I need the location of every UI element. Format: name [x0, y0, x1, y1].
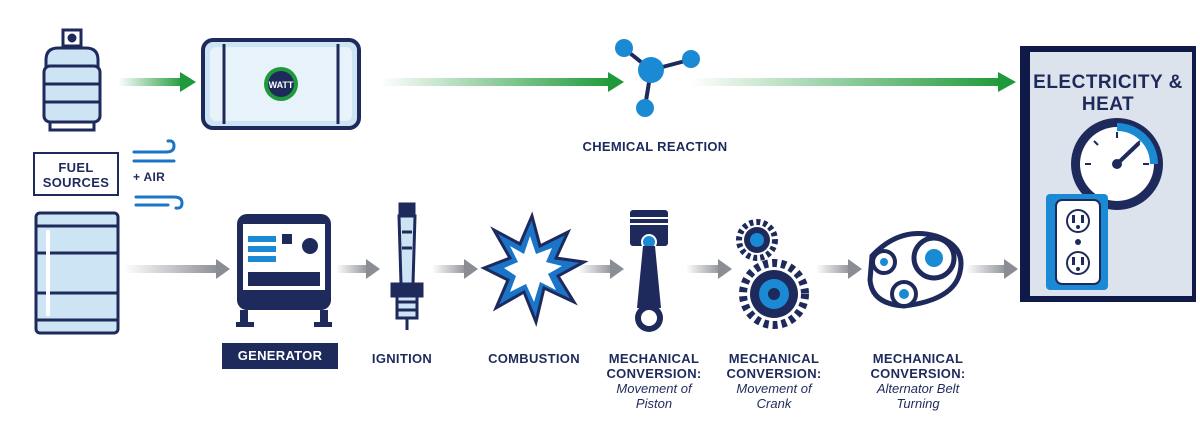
gears-icon: [736, 219, 809, 329]
generator-icon: [236, 214, 332, 327]
propane-tank-icon: [42, 28, 102, 132]
mechanical-piston-detail: Movement of Piston: [616, 381, 692, 411]
gray-arrow-1: [124, 259, 230, 279]
molecule-icon: [615, 39, 700, 117]
belt-pulley-icon: [867, 231, 964, 309]
gray-arrow-7: [966, 259, 1018, 279]
gray-arrow-2: [336, 259, 380, 279]
chemical-reaction-label: CHEMICAL REACTION: [582, 139, 728, 154]
spark-plug-icon: [390, 202, 424, 330]
green-arrow-2: [380, 72, 624, 92]
mechanical-alternator-label: MECHANICAL CONVERSION: Alternator Belt T…: [856, 351, 980, 411]
explosion-icon: [480, 211, 589, 327]
wind-icon: [132, 139, 184, 210]
mechanical-piston-label: MECHANICAL CONVERSION: Movement of Pisto…: [598, 351, 710, 411]
ignition-label: IGNITION: [371, 351, 433, 366]
green-arrow-1: [118, 72, 196, 92]
fuel-cell-icon: WATT: [201, 38, 361, 130]
mechanical-crank-title: MECHANICAL CONVERSION:: [726, 351, 822, 381]
mechanical-crank-detail: Movement of Crank: [736, 381, 812, 411]
piston-icon: [630, 210, 668, 332]
combustion-label: COMBUSTION: [488, 351, 580, 366]
outlet-icon: [1046, 194, 1108, 290]
electricity-heat-label: ELECTRICITY & HEAT: [1033, 72, 1183, 115]
mechanical-piston-title: MECHANICAL CONVERSION:: [606, 351, 702, 381]
mechanical-alternator-detail: Alternator Belt Turning: [876, 381, 960, 411]
gray-arrow-4: [578, 259, 624, 279]
fuel-sources-label: FUEL SOURCES: [33, 152, 119, 196]
air-label: + AIR: [133, 170, 166, 184]
mechanical-alternator-title: MECHANICAL CONVERSION:: [870, 351, 966, 381]
green-arrow-3: [690, 72, 1016, 92]
gray-arrow-6: [816, 259, 862, 279]
oil-drum-icon: [34, 211, 120, 335]
gray-arrow-5: [686, 259, 732, 279]
generator-label: GENERATOR: [222, 343, 338, 369]
watt-logo-text: WATT: [269, 80, 294, 90]
gauge-icon: [1071, 118, 1163, 210]
mechanical-crank-label: MECHANICAL CONVERSION: Movement of Crank: [718, 351, 830, 411]
gray-arrow-3: [432, 259, 478, 279]
